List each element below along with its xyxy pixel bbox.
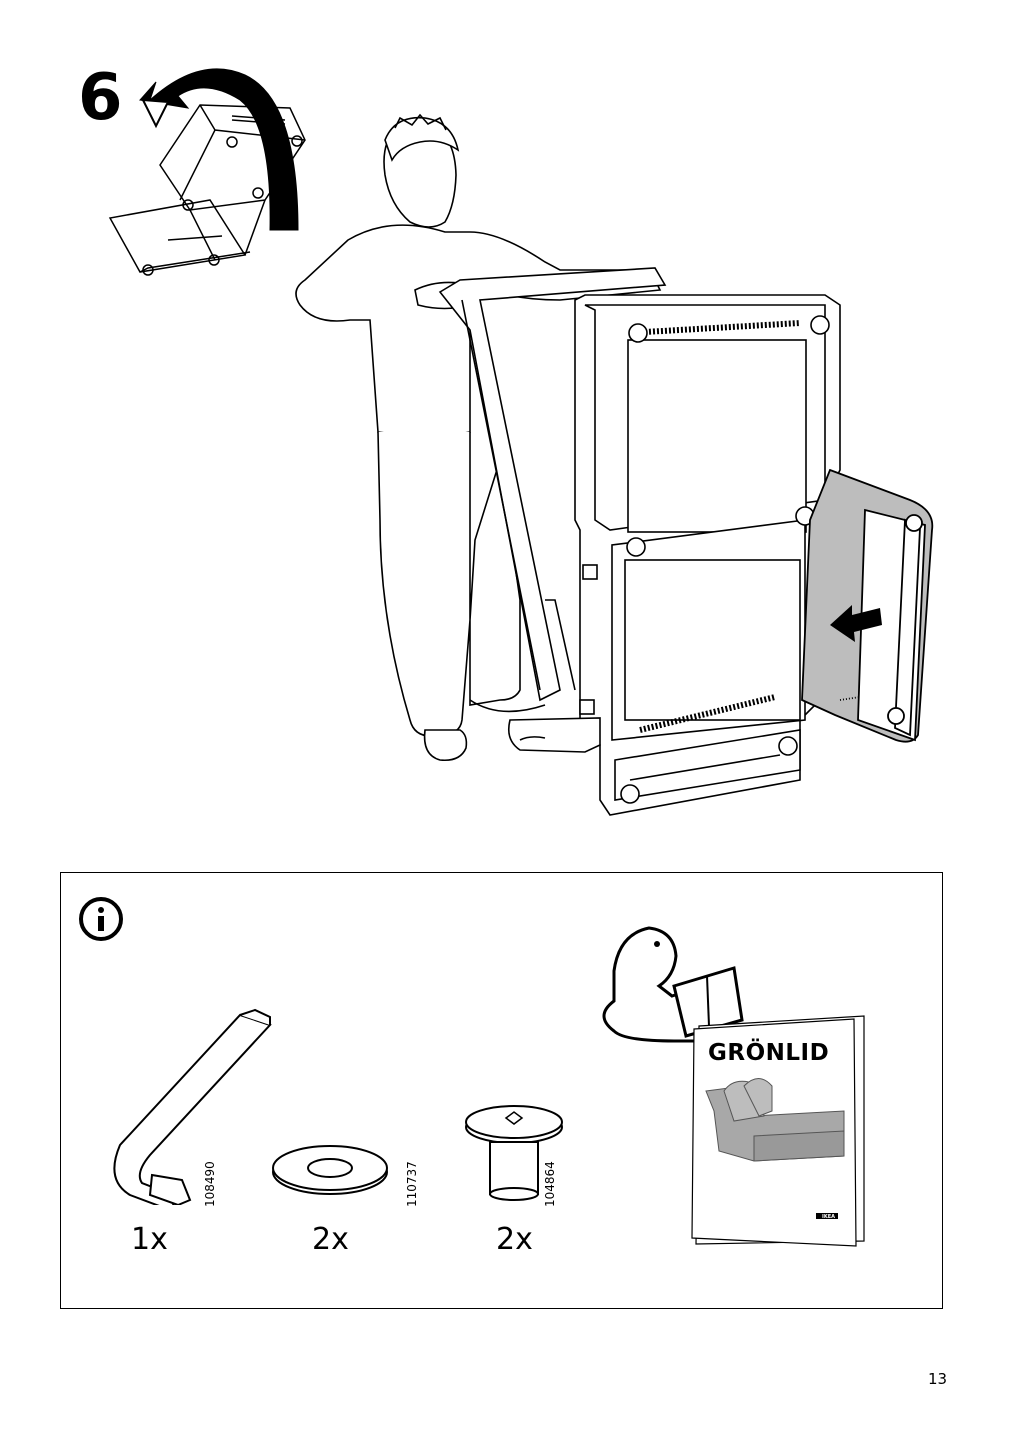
part-quantity: 1x <box>131 1222 168 1257</box>
small-frame-diagram <box>108 104 306 276</box>
assembly-illustration <box>108 68 934 816</box>
push-arrow-icon <box>830 605 882 642</box>
manual-brand-logo: IKEA <box>822 1214 836 1220</box>
part-quantity: 2x <box>496 1222 533 1257</box>
side-panel <box>801 468 934 743</box>
part-number: 104864 <box>543 1161 557 1207</box>
info-icon <box>79 897 123 941</box>
part-quantity: 2x <box>312 1222 349 1257</box>
part-number: 108490 <box>203 1161 217 1207</box>
sofa-frame <box>507 294 841 816</box>
screw-icon <box>465 1105 563 1201</box>
manual-title: GRÖNLID <box>708 1040 830 1066</box>
allen-key-icon <box>113 1008 272 1205</box>
info-box <box>60 872 943 1309</box>
sofa-cover-image <box>705 1078 845 1162</box>
reading-person-icon <box>602 926 865 1247</box>
step-number: 6 <box>78 61 123 135</box>
page-number: 13 <box>928 1370 948 1388</box>
part-number: 110737 <box>405 1161 419 1207</box>
backrest-panel <box>438 267 667 702</box>
washer-icon <box>272 1145 388 1195</box>
rotate-arrow-icon <box>139 68 299 231</box>
